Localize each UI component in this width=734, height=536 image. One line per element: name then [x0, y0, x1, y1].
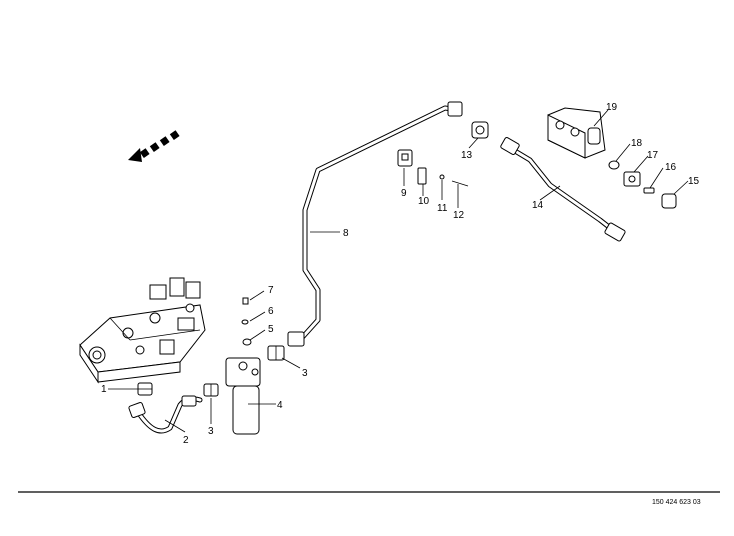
oring-part-18 [608, 160, 620, 170]
clamp-part-9 [397, 149, 413, 167]
callout-3b: 3 [302, 368, 308, 379]
screw-part-7 [242, 297, 249, 305]
callout-18: 18 [631, 138, 643, 149]
pump-part-19 [547, 107, 606, 159]
callout-7: 7 [268, 285, 274, 296]
callout-14: 14 [532, 200, 544, 211]
callout-17: 17 [647, 150, 659, 161]
fitting-part-15 [661, 193, 677, 209]
fitting-part-3a [203, 383, 219, 397]
callout-10: 10 [418, 196, 430, 207]
plate-part-10 [417, 167, 427, 185]
control-valve-block [79, 277, 206, 384]
callout-11: 11 [437, 203, 448, 214]
callout-19: 19 [606, 102, 618, 113]
washer-part-5 [242, 338, 252, 346]
bolt-part-12 [451, 180, 469, 187]
callout-2: 2 [183, 435, 189, 446]
callout-3a: 3 [208, 426, 214, 437]
fitting-part-3b [267, 345, 285, 361]
callout-13: 13 [461, 150, 473, 161]
fitting-part-13 [471, 121, 489, 139]
callout-6: 6 [268, 306, 274, 317]
callout-8: 8 [343, 228, 349, 239]
callout-15: 15 [688, 176, 700, 187]
nut-part-11 [439, 174, 445, 180]
callout-12: 12 [453, 210, 465, 221]
callout-16: 16 [665, 162, 677, 173]
callout-9: 9 [401, 188, 407, 199]
document-number: 150 424 623 03 [652, 499, 701, 506]
leader-lines [108, 109, 689, 433]
bolt-part-16 [643, 187, 655, 194]
callout-4: 4 [277, 400, 283, 411]
fitting-part-1 [137, 382, 153, 396]
hose-part-14 [500, 137, 626, 242]
callout-1: 1 [101, 384, 107, 395]
pipe-part-8 [287, 101, 463, 347]
filter-part-4 [225, 357, 261, 435]
flange-part-17 [623, 171, 641, 187]
callout-5: 5 [268, 324, 274, 335]
washer-part-6 [241, 319, 249, 325]
direction-arrow-icon [128, 130, 180, 162]
hose-part-2 [128, 395, 203, 434]
